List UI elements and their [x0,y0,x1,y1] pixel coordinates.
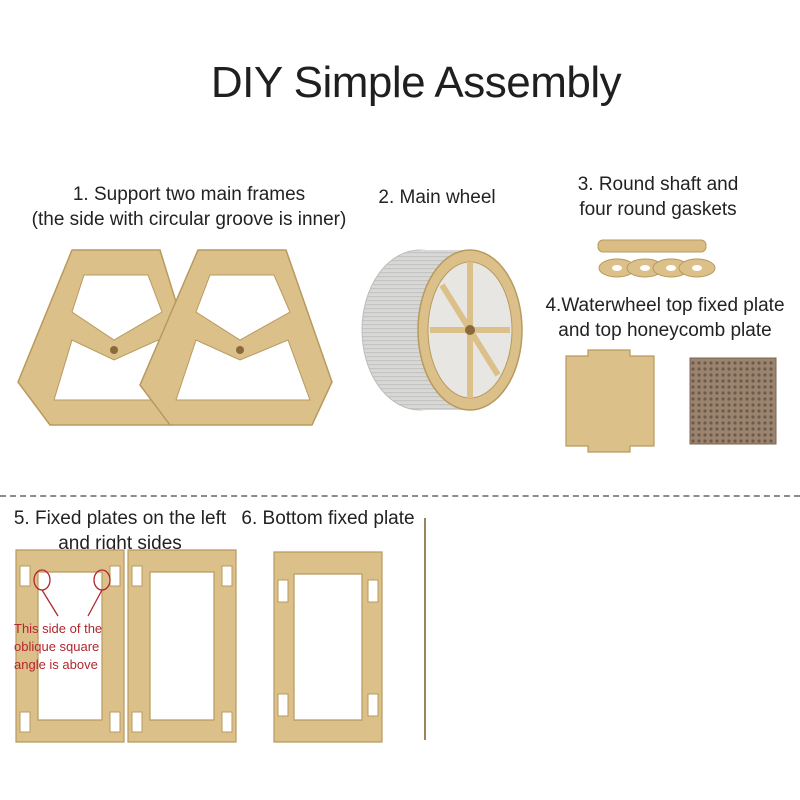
orientation-note: This side of the oblique square angle is… [14,620,134,674]
step-6-label: 6. Bottom fixed plate [233,506,423,531]
main-frame-right [139,249,333,426]
round-gaskets [598,258,716,278]
main-wheel [361,249,523,411]
step-2-line-1: 2. Main wheel [378,187,496,208]
side-plate-right [127,549,237,743]
step-3-label: 3. Round shaft and four round gaskets [548,172,768,222]
honeycomb-plate [689,357,777,445]
annotation-circles [33,569,111,617]
step-4-line-1: 4.Waterwheel top fixed plate [545,295,785,316]
step-1-label: 1. Support two main frames (the side wit… [14,182,364,232]
round-shaft [597,239,707,253]
step-2-label: 2. Main wheel [368,185,506,210]
step-3-line-2: four round gaskets [579,199,737,220]
step-5-line-1: 5. Fixed plates on the left [13,508,227,529]
section-divider [0,495,800,497]
step-5-line-2: and right sides [58,533,182,554]
step-1-line-2: (the side with circular groove is inner) [31,209,347,230]
page-title: DIY Simple Assembly [210,58,622,107]
step-6-line-1: 6. Bottom fixed plate [241,508,415,529]
step-5-label: 5. Fixed plates on the left and right si… [0,506,240,556]
note-line-2: oblique square [14,639,100,654]
step-4-line-2: and top honeycomb plate [558,320,772,341]
bottom-fixed-plate [273,551,383,743]
side-plate-left [15,549,125,743]
step-1-line-1: 1. Support two main frames [72,184,306,205]
step-3-line-1: 3. Round shaft and [577,174,739,195]
step-4-label: 4.Waterwheel top fixed plate and top hon… [530,293,800,343]
top-fixed-plate [565,349,655,453]
note-line-1: This side of the [14,621,103,636]
note-line-3: angle is above [14,657,98,672]
vertical-separator [424,518,426,740]
